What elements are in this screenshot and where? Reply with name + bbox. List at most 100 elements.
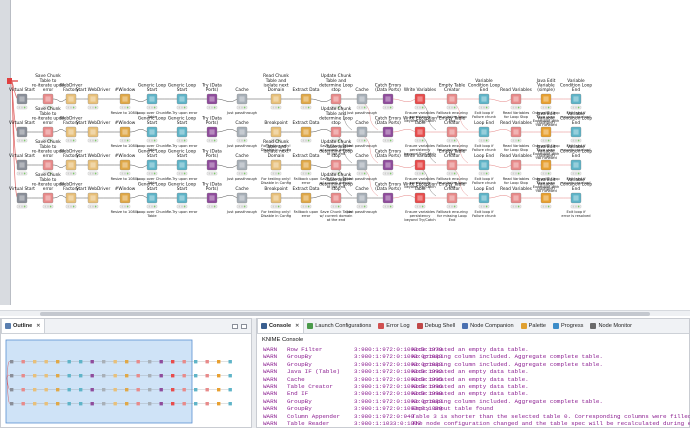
workflow-node[interactable]: Start WebDriver: [76, 186, 111, 209]
workflow-node[interactable]: Catch Errors(Data Ports): [375, 181, 402, 209]
scrollbar-thumb[interactable]: [40, 312, 650, 316]
workflow-node[interactable]: Read Variables: [500, 186, 533, 209]
outline-minimap[interactable]: [4, 338, 249, 425]
tab-node-monitor[interactable]: Node Monitor: [587, 319, 636, 333]
workflow-node[interactable]: Start WebDriver: [76, 120, 111, 143]
tab-outline[interactable]: Outline ✕: [1, 319, 46, 333]
tab-launch-configurations[interactable]: Launch Configurations: [304, 319, 375, 333]
workflow-node[interactable]: Start WebDriver: [76, 87, 111, 110]
tab-error-log[interactable]: Error Log: [375, 319, 413, 333]
workflow-node[interactable]: Virtual Start: [9, 186, 35, 209]
workflow-node[interactable]: Extract Data: [292, 87, 320, 110]
tab-palette[interactable]: Palette: [518, 319, 550, 333]
maximize-icon[interactable]: [241, 323, 247, 329]
close-icon[interactable]: ✕: [295, 323, 300, 329]
workflow-node[interactable]: Virtual Start: [9, 120, 35, 143]
workflow-node[interactable]: Catch Errors(Data Ports): [375, 148, 402, 176]
tab-console[interactable]: Console✕: [257, 319, 305, 333]
close-icon[interactable]: ✕: [36, 323, 41, 329]
outline-viewport[interactable]: [5, 339, 193, 424]
workflow-node[interactable]: Extract Data: [292, 120, 320, 143]
workflow-node[interactable]: Virtual Start: [9, 153, 35, 176]
outline-thumbnail[interactable]: [4, 338, 249, 425]
canvas-horizontal-scrollbar[interactable]: [0, 310, 690, 316]
workflow-node[interactable]: Start WebDriver: [76, 153, 111, 176]
minimize-icon[interactable]: [232, 323, 238, 329]
workflow-node[interactable]: Catch Errors(Data Ports): [375, 115, 402, 143]
workflow-node[interactable]: Catch Errors(Data Ports): [375, 82, 402, 110]
tab-progress[interactable]: Progress: [550, 319, 587, 333]
workflow-node[interactable]: Virtual Start: [9, 87, 35, 110]
tab-debug-shell[interactable]: Debug Shell: [414, 319, 459, 333]
tab-node-companion[interactable]: Node Companion: [459, 319, 518, 333]
